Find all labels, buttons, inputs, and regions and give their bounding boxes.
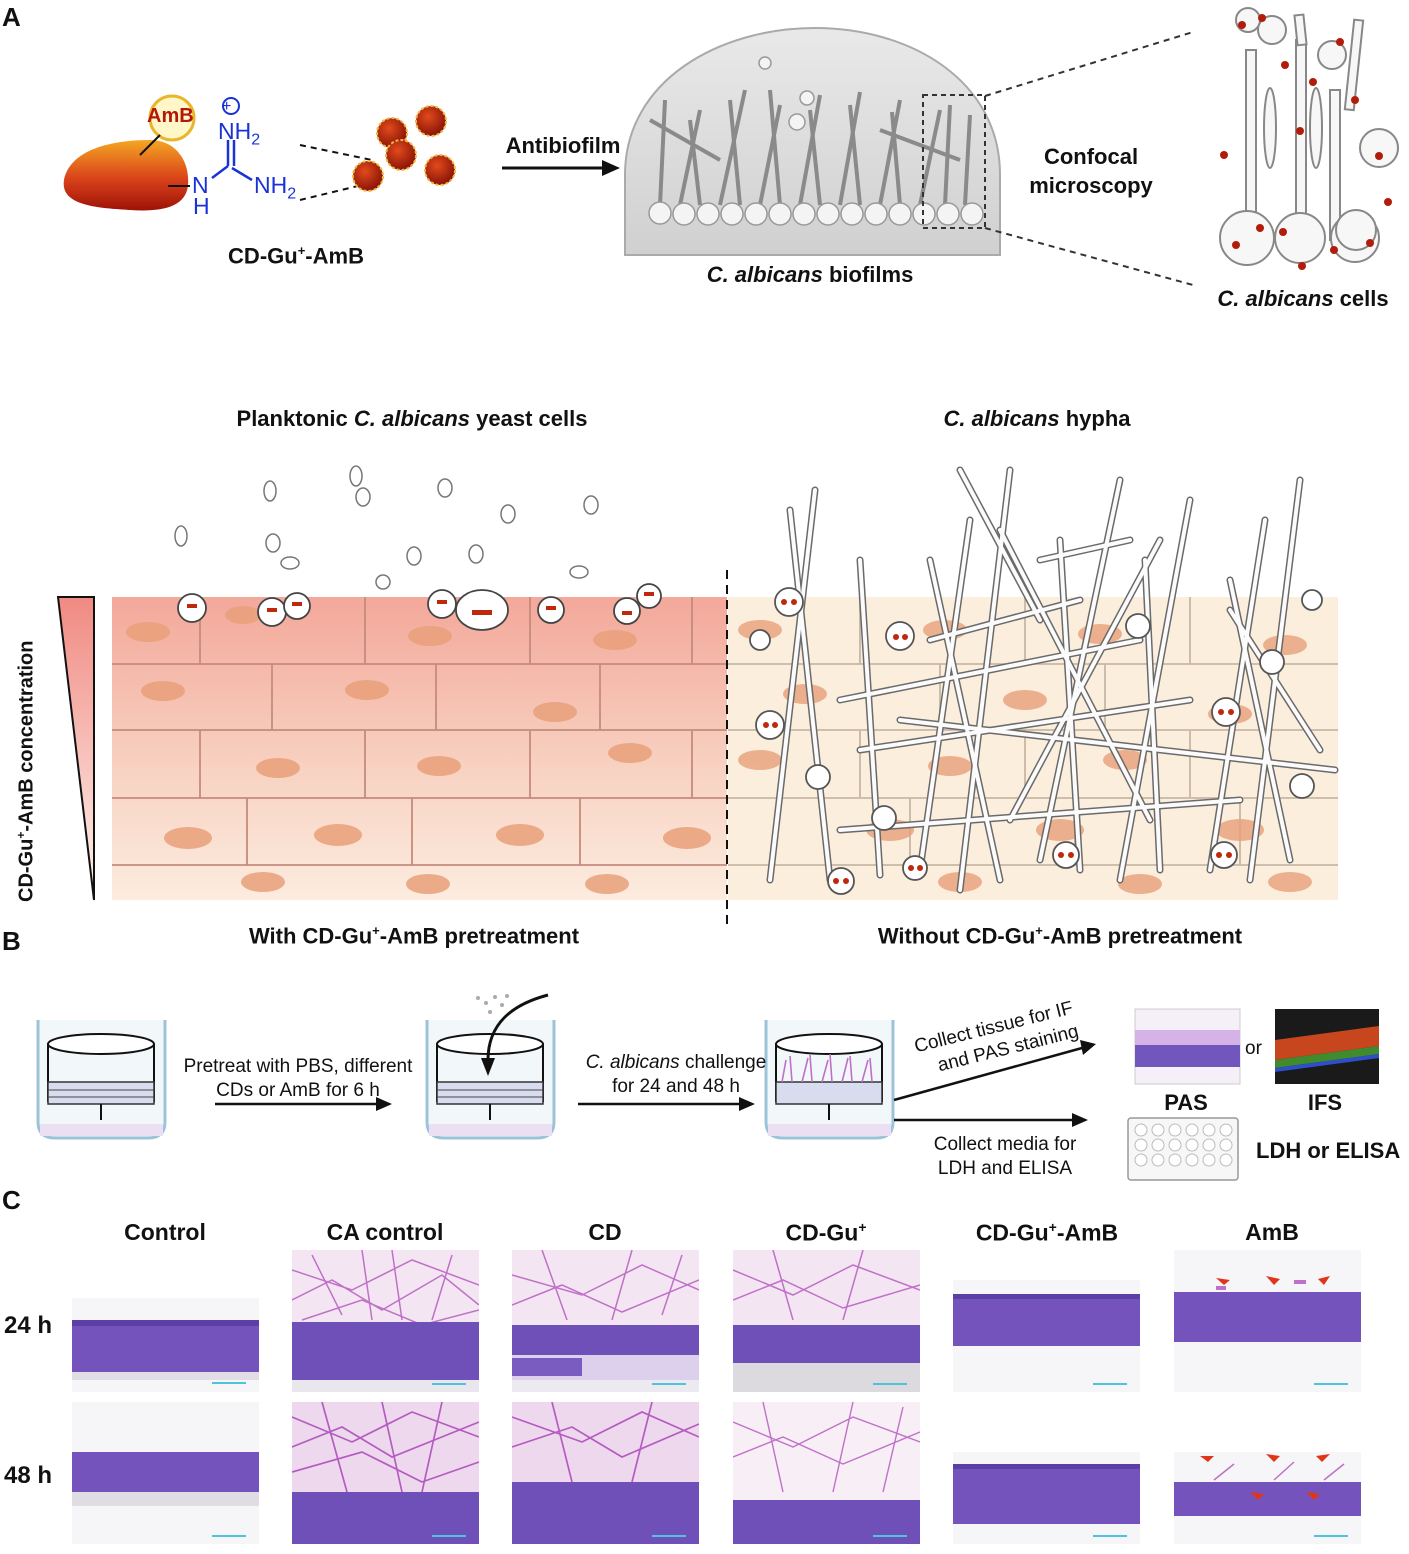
step2-italic: C. albicans bbox=[585, 1052, 680, 1073]
cd-label-a: CD-Gu bbox=[228, 243, 298, 269]
micrograph-ca-control-24h bbox=[292, 1250, 479, 1392]
micrograph-cd-gu-24h bbox=[733, 1250, 920, 1392]
pas-label: PAS bbox=[1164, 1090, 1208, 1115]
without-sup: + bbox=[1035, 923, 1043, 938]
micrograph-cd-gu-amb-48h bbox=[953, 1452, 1140, 1544]
micrograph-control-24h bbox=[72, 1298, 259, 1392]
micrograph-amb-48h bbox=[1174, 1452, 1361, 1544]
with-pretreatment-label: With CD-Gu+-AmB pretreatment bbox=[249, 923, 579, 949]
col-header-cd-gu-amb-text: CD-Gu bbox=[975, 1219, 1049, 1246]
biofilms-label: C. albicans biofilms bbox=[707, 262, 914, 288]
n-label: N bbox=[192, 172, 209, 198]
dying-yeast bbox=[177, 583, 662, 631]
or-label: or bbox=[1245, 1038, 1262, 1059]
plus-charge-icon bbox=[222, 97, 240, 115]
nh2-right-text: NH bbox=[254, 172, 288, 198]
hypha-italic: C. albicans bbox=[943, 406, 1060, 431]
amb-ring-icon bbox=[148, 94, 196, 142]
collect-media-line1: Collect media for bbox=[933, 1134, 1077, 1155]
col-header-control: Control bbox=[124, 1219, 206, 1245]
micrograph-ca-control-48h bbox=[292, 1402, 479, 1544]
confocal-line2: microscopy bbox=[1029, 173, 1153, 198]
zoomed-particles bbox=[1220, 14, 1392, 270]
cells-label-italic: C. albicans bbox=[1217, 286, 1334, 311]
without-b: -AmB pretreatment bbox=[1042, 923, 1243, 949]
planktonic-italic: C. albicans bbox=[353, 406, 471, 431]
zoom-box bbox=[922, 94, 986, 229]
with-sup: + bbox=[372, 923, 380, 938]
col-header-cd-gu-amb-suffix: -AmB bbox=[1056, 1219, 1119, 1246]
nh2-top-sub: 2 bbox=[251, 131, 261, 149]
col-header-amb: AmB bbox=[1245, 1219, 1299, 1245]
row-header-24h: 24 h bbox=[4, 1312, 53, 1339]
step2-line2: for 24 and 48 h bbox=[612, 1076, 740, 1097]
concentration-sup: + bbox=[14, 831, 28, 839]
micrograph-control-48h bbox=[72, 1402, 259, 1544]
cd-label-sup: + bbox=[297, 243, 306, 258]
nh2-top: NH2 bbox=[218, 118, 260, 150]
biofilm-dome bbox=[624, 26, 1001, 256]
col-header-cd-gu: CD-Gu+ bbox=[785, 1219, 866, 1247]
micrograph-cd-48h bbox=[512, 1402, 699, 1544]
micrograph-cd-gu-amb-24h bbox=[953, 1280, 1140, 1392]
biofilms-label-rest: biofilms bbox=[822, 262, 914, 287]
biofilms-label-italic: C. albicans bbox=[706, 262, 823, 287]
without-pretreatment-label: Without CD-Gu+-AmB pretreatment bbox=[878, 923, 1242, 949]
with-b: -AmB pretreatment bbox=[379, 923, 580, 949]
confocal-label: Confocal microscopy bbox=[1029, 142, 1153, 200]
hypha-label: C. albicans hypha bbox=[943, 406, 1130, 432]
panel-a-letter: A bbox=[2, 2, 21, 32]
row-header-48h: 48 h bbox=[4, 1462, 53, 1489]
planktonic-label: Planktonic C. albicans yeast cells bbox=[237, 406, 588, 432]
col-header-cd-gu-amb-sup: + bbox=[1048, 1219, 1057, 1235]
hypha-rest: hypha bbox=[1059, 406, 1131, 431]
step1-line1: Pretreat with PBS, different bbox=[183, 1056, 413, 1077]
nh2-right: NH2 bbox=[254, 172, 296, 204]
planktonic-pre: Planktonic bbox=[236, 406, 354, 431]
panel-c-letter: C bbox=[2, 1185, 21, 1215]
zoomed-cells bbox=[1219, 7, 1399, 266]
col-header-cd: CD bbox=[588, 1219, 622, 1245]
concentration-a: CD-Gu bbox=[15, 838, 38, 902]
concentration-axis-label: CD-Gu+-AmB concentration bbox=[14, 641, 39, 902]
nh2-top-text: NH bbox=[218, 118, 252, 144]
confocal-line1: Confocal bbox=[1043, 144, 1139, 169]
h-label: H bbox=[193, 193, 210, 219]
cd-gu-amb-label: CD-Gu+-AmB bbox=[228, 243, 364, 269]
concentration-triangle bbox=[56, 596, 95, 901]
nh2-right-sub: 2 bbox=[287, 185, 297, 203]
tissue-left bbox=[112, 597, 727, 900]
col-header-ca-control: CA control bbox=[326, 1219, 444, 1245]
amb-tag: AmB bbox=[147, 105, 194, 127]
micrograph-cd-gu-48h bbox=[733, 1402, 920, 1544]
col-header-cd-gu-sup: + bbox=[858, 1219, 867, 1235]
concentration-b: -AmB concentration bbox=[15, 640, 38, 832]
cells-label-rest: cells bbox=[1333, 286, 1389, 311]
planktonic-yeast bbox=[174, 465, 599, 590]
step1-line2: CDs or AmB for 6 h bbox=[216, 1080, 380, 1101]
tissue-right bbox=[728, 466, 1339, 900]
panel-b-letter: B bbox=[2, 926, 21, 956]
with-a: With CD-Gu bbox=[248, 923, 373, 949]
planktonic-post: yeast cells bbox=[470, 406, 588, 431]
ldh-elisa-label: LDH or ELISA bbox=[1256, 1138, 1401, 1163]
micrograph-amb-24h bbox=[1174, 1250, 1361, 1392]
cells-label: C. albicans cells bbox=[1217, 286, 1388, 312]
cd-blob bbox=[63, 94, 253, 211]
micrograph-cd-24h bbox=[512, 1250, 699, 1392]
without-a: Without CD-Gu bbox=[877, 923, 1036, 949]
step2-label: C. albicans challenge for 24 and 48 h bbox=[586, 1051, 767, 1099]
antibiofilm-label: Antibiofilm bbox=[505, 133, 621, 158]
collect-media-line2: LDH and ELISA bbox=[937, 1158, 1073, 1179]
nanoparticles bbox=[352, 105, 456, 192]
step2-rest: challenge bbox=[679, 1052, 767, 1073]
col-header-cd-gu-amb: CD-Gu+-AmB bbox=[976, 1219, 1118, 1247]
cd-label-b: -AmB bbox=[305, 243, 364, 269]
ifs-label: IFS bbox=[1307, 1090, 1343, 1115]
plus-charge-label: + bbox=[222, 98, 232, 115]
col-header-cd-gu-text: CD-Gu bbox=[785, 1219, 859, 1246]
